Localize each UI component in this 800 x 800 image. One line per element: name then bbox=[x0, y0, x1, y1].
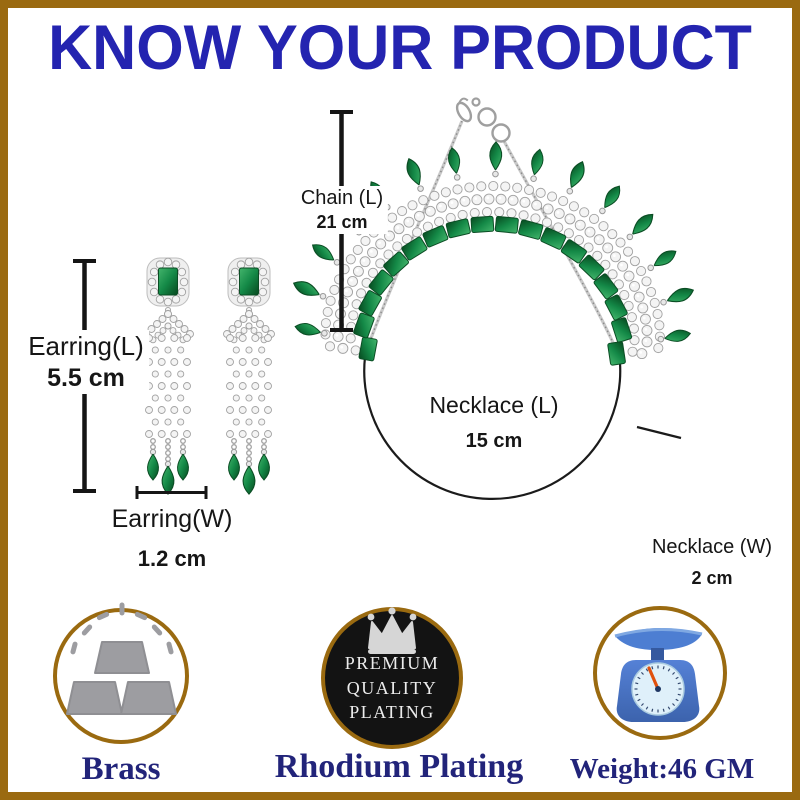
rhodium-plating-label: Rhodium Plating bbox=[274, 748, 524, 785]
chain-length-value: 21 cm bbox=[316, 212, 368, 232]
weight-label: Weight:46 GM bbox=[569, 753, 755, 785]
earring-width-label: Earring(W) bbox=[111, 505, 233, 533]
brass-material-label: Brass bbox=[81, 751, 161, 787]
necklace-width-value: 2 cm bbox=[691, 568, 733, 588]
premium-quality-plating-badge-icon bbox=[321, 607, 463, 749]
necklace-length-measurement-label: Necklace (L) 15 cm bbox=[429, 392, 558, 453]
badge-line-plating: PLATING bbox=[349, 702, 435, 722]
necklace-length-label: Necklace (L) bbox=[429, 392, 559, 418]
page-title: KNOW YOUR PRODUCT bbox=[48, 11, 752, 83]
crown-icon bbox=[367, 607, 417, 654]
premium-quality-badge-text: PREMIUM QUALITY PLATING bbox=[345, 651, 440, 725]
earring bbox=[142, 257, 194, 495]
necklace-width-label: Necklace (W) bbox=[651, 536, 773, 558]
necklace-illustration bbox=[292, 97, 695, 500]
chain-length-measurement-label: Chain (L) 21 cm bbox=[295, 186, 389, 234]
earring-length-value: 5.5 cm bbox=[47, 364, 125, 392]
earring-length-measurement-label: Earring(L) 5.5 cm bbox=[23, 330, 149, 394]
earring-width-measurement-label: Earring(W) 1.2 cm bbox=[112, 505, 233, 572]
chain-length-label: Chain (L) bbox=[300, 187, 384, 209]
gold-ingots-icon bbox=[53, 602, 189, 744]
earring bbox=[223, 257, 275, 495]
badge-line-quality: QUALITY bbox=[346, 677, 438, 698]
earring-width-value: 1.2 cm bbox=[137, 546, 207, 571]
earring-length-label: Earring(L) bbox=[28, 331, 144, 361]
earrings-illustration bbox=[142, 257, 275, 495]
necklace-width-measurement-label: Necklace (W) 2 cm bbox=[652, 536, 772, 589]
measurement-lines bbox=[73, 110, 353, 499]
weighing-scale-icon bbox=[593, 606, 727, 740]
badge-line-premium: PREMIUM bbox=[344, 653, 440, 673]
necklace-length-value: 15 cm bbox=[465, 430, 523, 452]
